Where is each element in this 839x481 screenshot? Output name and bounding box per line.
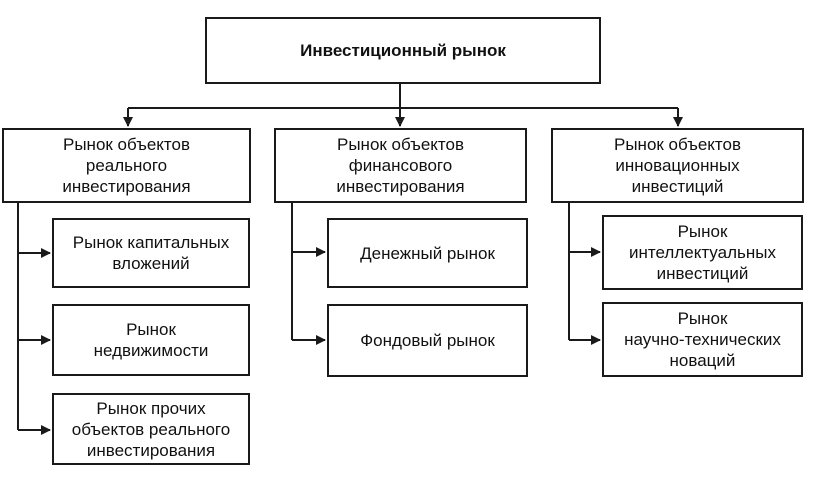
- node-scientific-technical-innovations-market: Рынок научно-технических новаций: [602, 302, 803, 377]
- category-label: Рынок объектов финансового инвестировани…: [336, 135, 465, 196]
- category-real-investment: Рынок объектов реального инвестирования: [2, 128, 251, 203]
- category-label: Рынок объектов инновационных инвестиций: [614, 135, 741, 196]
- node-stock-market: Фондовый рынок: [327, 304, 528, 377]
- node-money-market: Денежный рынок: [327, 218, 528, 288]
- node-label: Денежный рынок: [360, 243, 495, 263]
- node-label: Рынок недвижимости: [93, 320, 209, 360]
- node-label: Фондовый рынок: [360, 331, 495, 350]
- category-label: Рынок объектов реального инвестирования: [62, 135, 191, 196]
- node-other-real-objects-market: Рынок прочих объектов реального инвестир…: [52, 393, 250, 465]
- category-financial-investment: Рынок объектов финансового инвестировани…: [274, 128, 527, 203]
- node-intellectual-investment-market: Рынок интеллектуальных инвестиций: [602, 215, 803, 290]
- node-label: Рынок капитальных вложений: [72, 233, 230, 273]
- node-real-estate-market: Рынок недвижимости: [52, 304, 250, 376]
- node-capital-investment-market: Рынок капитальных вложений: [52, 218, 250, 288]
- category-innovation-investment: Рынок объектов инновационных инвестиций: [551, 128, 804, 203]
- node-label: Рынок прочих объектов реального инвестир…: [71, 398, 231, 460]
- node-label: Рынок интеллектуальных инвестиций: [629, 222, 776, 283]
- node-label: Рынок научно-технических новаций: [624, 309, 781, 370]
- root-node: Инвестиционный рынок: [205, 17, 601, 84]
- root-node-label: Инвестиционный рынок: [300, 41, 506, 60]
